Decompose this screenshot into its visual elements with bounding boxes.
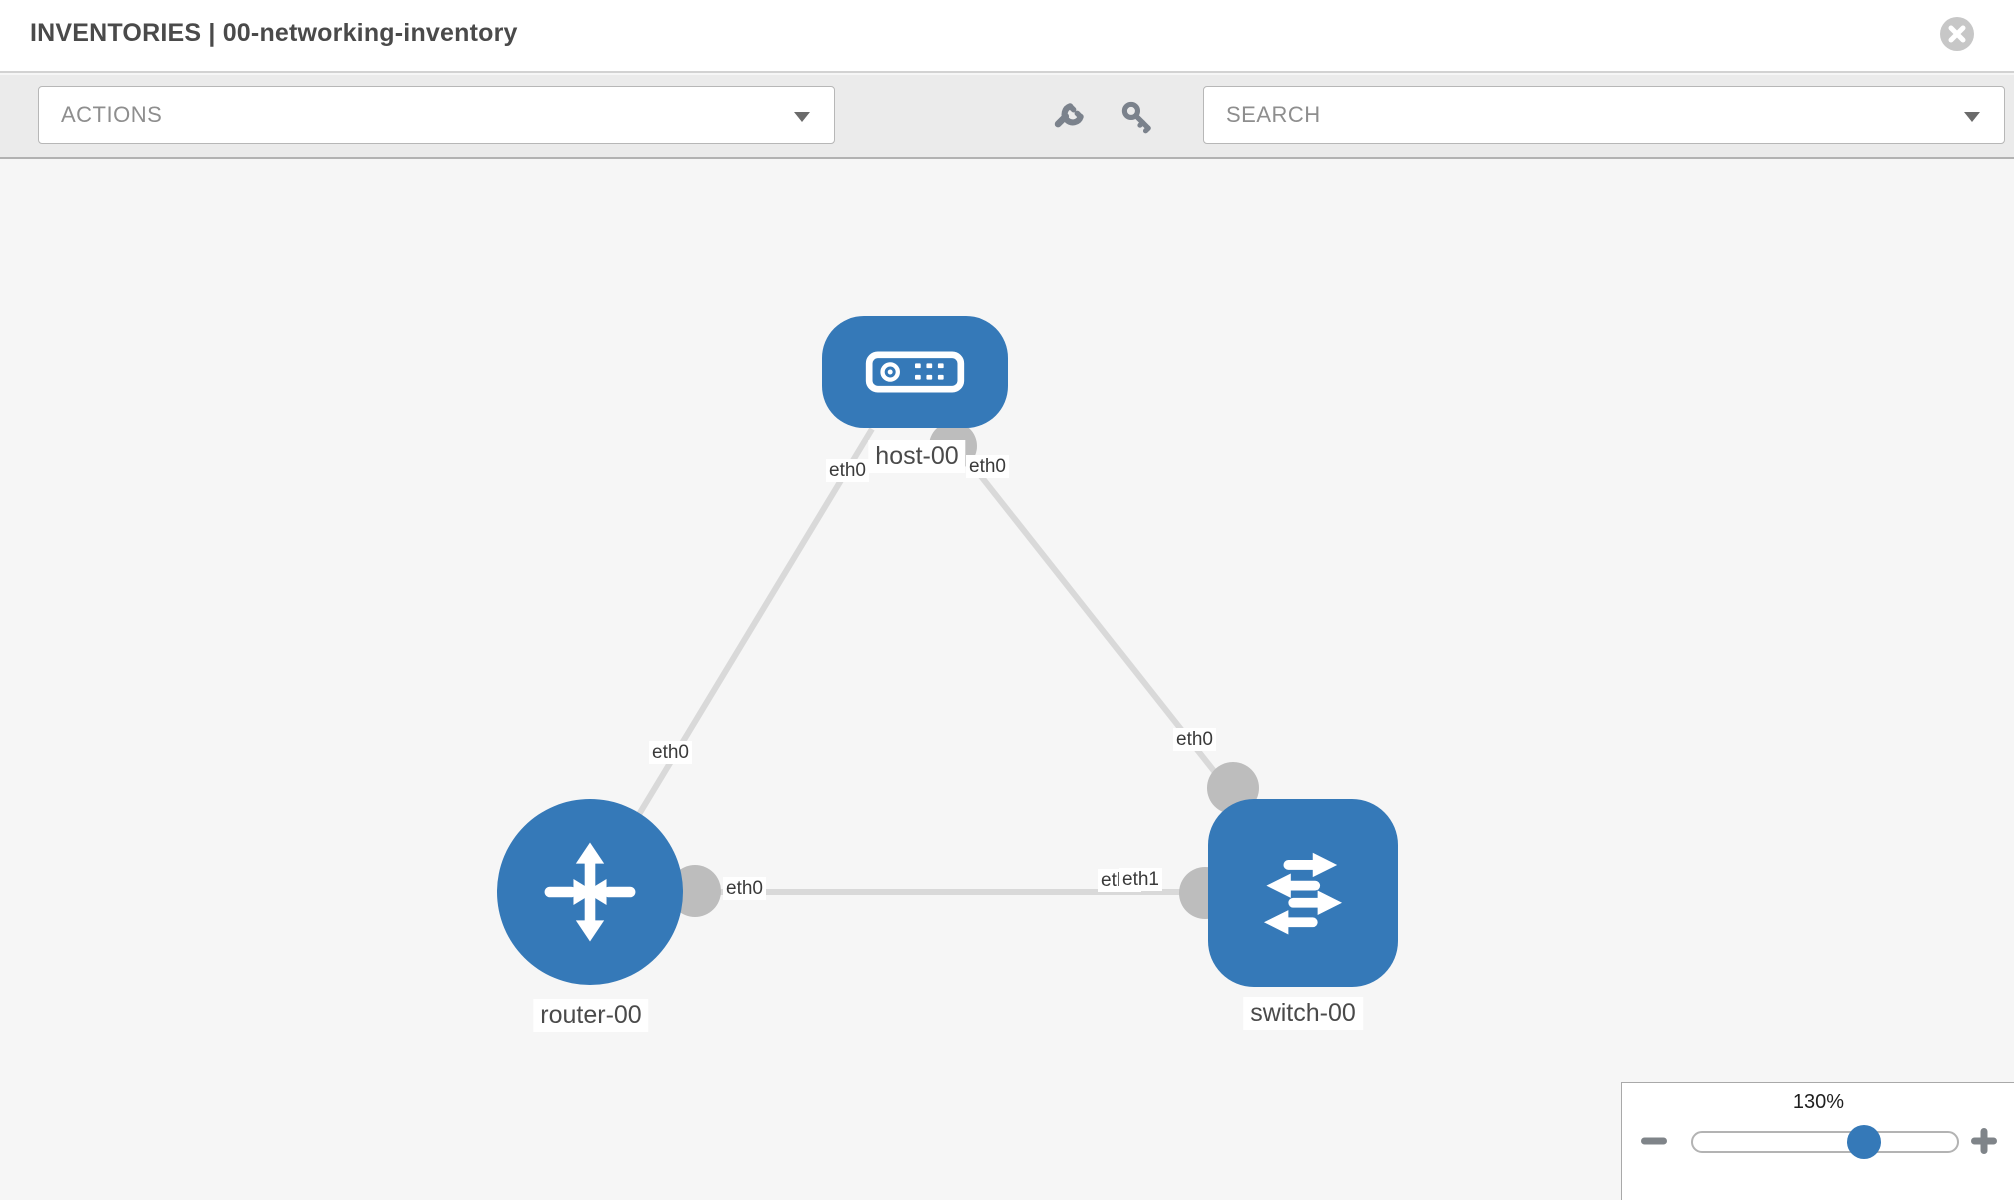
node-label-switch: switch-00 <box>1243 997 1363 1030</box>
topology-canvas[interactable]: eth0 eth0 eth0 eth0 eth0 eth0 eth1 host-… <box>0 159 2014 1200</box>
close-icon <box>1948 25 1966 43</box>
node-router-00[interactable] <box>497 799 683 985</box>
interface-label: eth0 <box>649 741 692 764</box>
zoom-slider-track[interactable] <box>1691 1125 1959 1159</box>
toolbar: ACTIONS <box>0 75 2014 159</box>
minus-icon <box>1641 1137 1667 1145</box>
zoom-out-button[interactable] <box>1640 1127 1668 1155</box>
actions-dropdown[interactable]: ACTIONS <box>38 86 835 144</box>
page-title: INVENTORIES | 00-networking-inventory <box>30 19 518 47</box>
chevron-down-icon <box>1964 112 1980 122</box>
node-host-00[interactable] <box>822 316 1008 428</box>
interface-label: eth1 <box>1119 868 1162 891</box>
zoom-control-panel: 130% <box>1621 1082 2014 1200</box>
topology-links-layer <box>609 422 1259 919</box>
chevron-down-icon <box>794 112 810 122</box>
host-icon <box>865 351 965 393</box>
search-dropdown-label: SEARCH <box>1226 102 1321 127</box>
interface-label: eth0 <box>723 877 766 900</box>
zoom-slider-thumb[interactable] <box>1847 1125 1881 1159</box>
actions-dropdown-label: ACTIONS <box>61 102 163 127</box>
key-icon <box>1121 101 1151 134</box>
search-dropdown[interactable]: SEARCH <box>1203 86 2005 144</box>
interface-label: eth0 <box>966 455 1009 478</box>
credentials-button[interactable] <box>1117 97 1157 137</box>
switch-icon <box>1263 852 1343 935</box>
node-switch-00[interactable] <box>1208 799 1398 987</box>
interface-label: eth0 <box>1173 728 1216 751</box>
zoom-level-value: 130% <box>1792 1091 1845 1113</box>
router-icon <box>544 842 636 942</box>
close-button[interactable] <box>1940 17 1974 51</box>
node-label-router: router-00 <box>533 999 649 1032</box>
plus-icon <box>1971 1128 1997 1154</box>
configure-button[interactable] <box>1050 97 1090 137</box>
header-bar: INVENTORIES | 00-networking-inventory <box>0 0 2014 73</box>
wrench-icon <box>1054 103 1084 128</box>
interface-label: eth0 <box>826 459 869 482</box>
link-host-router <box>609 427 875 861</box>
node-label-host: host-00 <box>868 440 966 473</box>
zoom-in-button[interactable] <box>1970 1127 1998 1155</box>
